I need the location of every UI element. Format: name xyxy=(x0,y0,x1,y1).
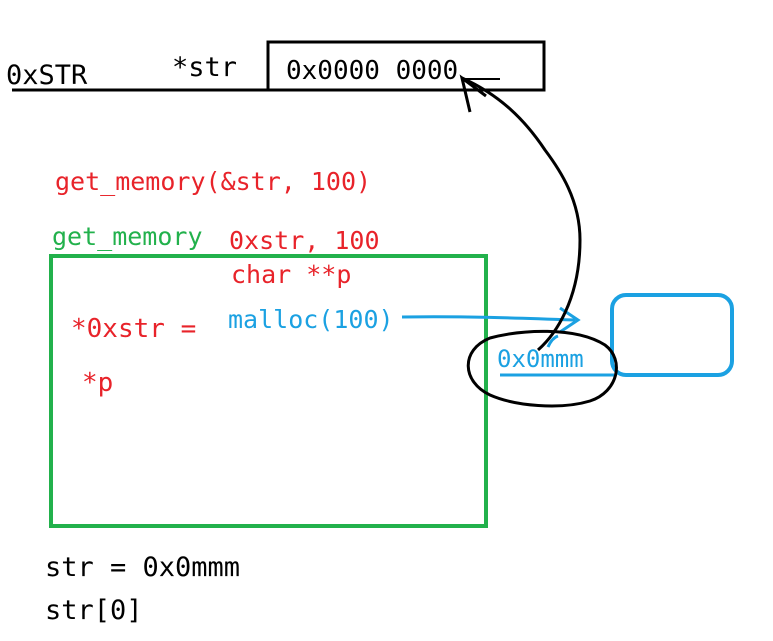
cell-value: 0x0000 0000 xyxy=(286,56,459,86)
deref-assignment: *0xstr = xyxy=(71,314,197,344)
call-expression: get_memory(&str, 100) xyxy=(55,167,372,196)
deref-p: *p xyxy=(82,368,114,398)
heap-block xyxy=(610,293,734,377)
frame-param: char **p xyxy=(231,260,352,289)
assignment-line: str = 0x0mmm xyxy=(45,552,241,583)
function-name: get_memory xyxy=(52,222,203,251)
frame-args: 0xstr, 100 xyxy=(229,226,380,255)
str-memory-cell xyxy=(266,40,546,92)
malloc-arrow xyxy=(401,315,576,322)
address-circle xyxy=(466,329,618,408)
function-frame-box xyxy=(49,254,488,528)
blue-hook xyxy=(546,334,559,348)
address-label: 0xSTR xyxy=(6,60,88,91)
pointer-var-label: *str xyxy=(172,52,238,83)
assign-back-arrow-head xyxy=(459,74,487,113)
returned-address: 0x0mmm xyxy=(497,345,584,373)
malloc-call: malloc(100) xyxy=(228,305,394,334)
index-line: str[0] xyxy=(45,595,143,626)
assign-back-arrow xyxy=(461,76,582,352)
